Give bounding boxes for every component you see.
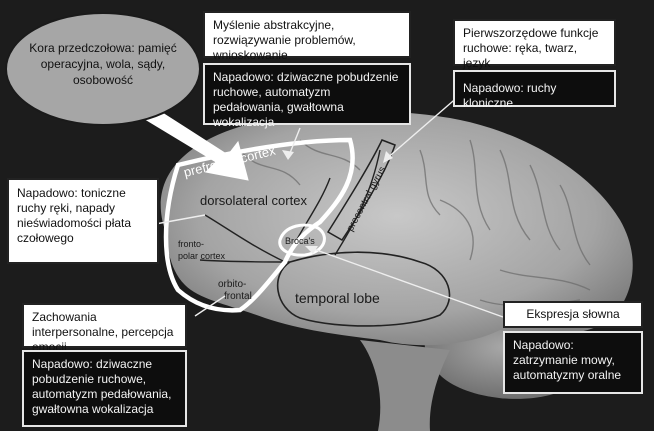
napadowo-toniczne-label: Napadowo: toniczne ruchy ręki, napady ni…: [17, 186, 131, 245]
napadowo-zatrzymanie-label: Napadowo: zatrzymanie mowy, automatyzmy …: [513, 338, 621, 382]
napadowo-dziwaczne-bottom-label: Napadowo: dziwaczne pobudzenie ruchowe, …: [32, 357, 171, 416]
brocas-label: Broca's: [285, 236, 315, 246]
napadowo-dziwaczne-top-label: Napadowo: dziwaczne pobudzenie ruchowe, …: [213, 70, 398, 129]
kora-przedczolowa-text: Kora przedczołowa: pamięć operacyjna, wo…: [28, 40, 178, 88]
myslenie-label: Myślenie abstrakcyjne, rozwiązywanie pro…: [213, 18, 356, 62]
dorsolateral-cortex-label: dorsolateral cortex: [200, 193, 307, 208]
napadowo-toniczne-box: Napadowo: toniczne ruchy ręki, napady ni…: [7, 178, 159, 264]
ekspresja-box: Ekspresja słowna: [503, 301, 643, 328]
myslenie-box: Myślenie abstrakcyjne, rozwiązywanie pro…: [203, 11, 411, 58]
temporal-lobe-label: temporal lobe: [295, 290, 380, 306]
kora-przedczolowa-label: Kora przedczołowa: pamięć operacyjna, wo…: [29, 41, 176, 87]
brainstem-shape: [360, 340, 450, 431]
orbitofrontal-label-1: orbito-: [218, 279, 246, 290]
napadowo-dziwaczne-top-box: Napadowo: dziwaczne pobudzenie ruchowe, …: [203, 63, 411, 125]
napadowo-kloniczne-box: Napadowo: ruchy kloniczne: [453, 70, 616, 107]
orbitofrontal-label-2: frontal: [224, 291, 252, 302]
pierwszorzedowe-label: Pierwszorzędowe funkcje ruchowe: ręka, t…: [463, 26, 598, 70]
frontopolar-label-1: fronto-: [178, 239, 204, 249]
napadowo-dziwaczne-bottom-box: Napadowo: dziwaczne pobudzenie ruchowe, …: [22, 350, 187, 427]
zachowania-box: Zachowania interpersonalne, percepcja em…: [22, 303, 187, 348]
zachowania-label: Zachowania interpersonalne, percepcja em…: [32, 310, 173, 354]
napadowo-zatrzymanie-box: Napadowo: zatrzymanie mowy, automatyzmy …: [503, 331, 643, 394]
pierwszorzedowe-box: Pierwszorzędowe funkcje ruchowe: ręka, t…: [453, 19, 616, 66]
ekspresja-label: Ekspresja słowna: [526, 307, 619, 321]
frontopolar-label-2: polar cortex: [178, 251, 226, 261]
napadowo-kloniczne-label: Napadowo: ruchy kloniczne: [463, 81, 556, 110]
